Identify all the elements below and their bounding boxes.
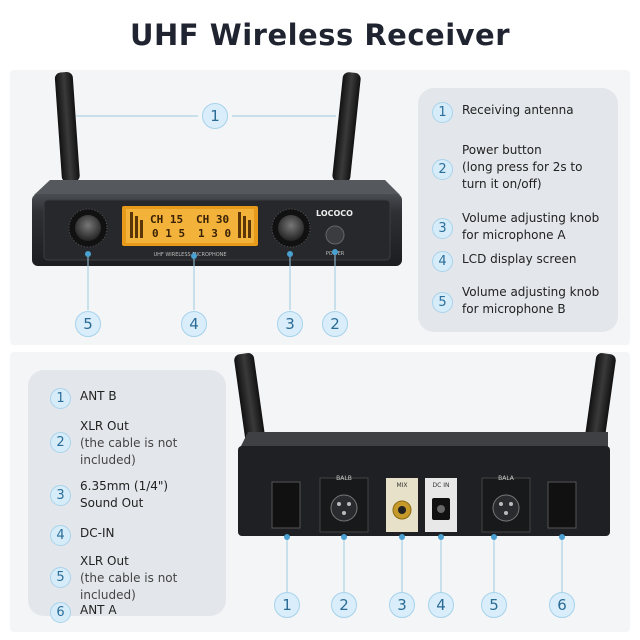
- rear-legend-item-6: 6 ANT A: [50, 602, 117, 623]
- legend-badge: 3: [50, 485, 71, 506]
- legend-badge: 4: [50, 525, 71, 546]
- page-title: UHF Wireless Receiver: [129, 18, 511, 52]
- callout-sound-out: 3: [389, 592, 415, 618]
- legend-badge: 2: [50, 432, 71, 453]
- callout-xlr-b: 2: [331, 592, 357, 618]
- lcd-a-freq: 0 1 5: [152, 227, 185, 240]
- legend-item-4: 4 LCD display screen: [432, 251, 576, 272]
- legend-badge: 3: [432, 218, 453, 239]
- rear-legend-item-3: 3 6.35mm (1/4") Sound Out: [50, 478, 168, 512]
- rear-legend-item-4: 4 DC-IN: [50, 525, 114, 546]
- legend-badge: 6: [50, 602, 71, 623]
- lcd-a-channel: CH 15: [150, 213, 183, 226]
- brand-logo: LOCOCO: [316, 209, 353, 218]
- port-label-dcin: DC IN: [433, 482, 450, 489]
- callout-xlr-a: 5: [481, 592, 507, 618]
- receiver-rear-illustration: BALB MIX DC IN BALA: [234, 353, 616, 592]
- callout-ant-a: 6: [549, 592, 575, 618]
- callout-dc-in: 4: [428, 592, 454, 618]
- lcd-b-freq: 1 3 0: [198, 227, 231, 240]
- model-label: UHF WIRELESS MICROPHONE: [153, 252, 226, 258]
- rear-legend-item-1: 1 ANT B: [50, 388, 117, 409]
- callout-antenna: 1: [202, 103, 228, 129]
- rear-legend-item-2: 2 XLR Out (the cable is not included): [50, 418, 177, 469]
- callout-power: 2: [322, 311, 348, 337]
- rear-view-panel: 1 ANT B 2 XLR Out (the cable is not incl…: [10, 352, 630, 632]
- legend-badge: 5: [432, 292, 453, 313]
- port-label-mix: MIX: [396, 482, 407, 489]
- front-legend: 1 Receiving antenna 2 Power button (long…: [418, 88, 618, 332]
- callout-lcd: 4: [181, 311, 207, 337]
- front-view-panel: CH 15 0 1 5 CH 30 1 3 0 UHF WIRELESS MIC…: [10, 70, 630, 345]
- legend-item-1: 1 Receiving antenna: [432, 102, 574, 123]
- callout-ant-b: 1: [274, 592, 300, 618]
- antenna-right: [332, 72, 361, 183]
- legend-badge: 4: [432, 251, 453, 272]
- callout-knob-b: 5: [75, 311, 101, 337]
- legend-item-5: 5 Volume adjusting knob for microphone B: [432, 284, 599, 318]
- legend-badge: 1: [432, 102, 453, 123]
- rear-legend: 1 ANT B 2 XLR Out (the cable is not incl…: [28, 370, 226, 623]
- port-label-balb: BALB: [336, 475, 352, 482]
- lcd-display: CH 15 0 1 5 CH 30 1 3 0: [122, 206, 258, 246]
- legend-badge: 1: [50, 388, 71, 409]
- rear-legend-item-5: 5 XLR Out (the cable is not included): [50, 553, 177, 604]
- legend-item-3: 3 Volume adjusting knob for microphone A: [432, 210, 599, 244]
- volume-knob-b: [68, 208, 108, 248]
- port-label-bala: BALA: [498, 475, 515, 482]
- lcd-b-channel: CH 30: [196, 213, 229, 226]
- legend-item-2: 2 Power button (long press for 2s to tur…: [432, 142, 582, 193]
- volume-knob-a: [271, 208, 311, 248]
- antenna-left: [54, 72, 80, 183]
- legend-badge: 2: [432, 159, 453, 180]
- callout-knob-a: 3: [277, 311, 303, 337]
- receiver-front-illustration: CH 15 0 1 5 CH 30 1 3 0 UHF WIRELESS MIC…: [32, 72, 402, 310]
- legend-badge: 5: [50, 567, 71, 588]
